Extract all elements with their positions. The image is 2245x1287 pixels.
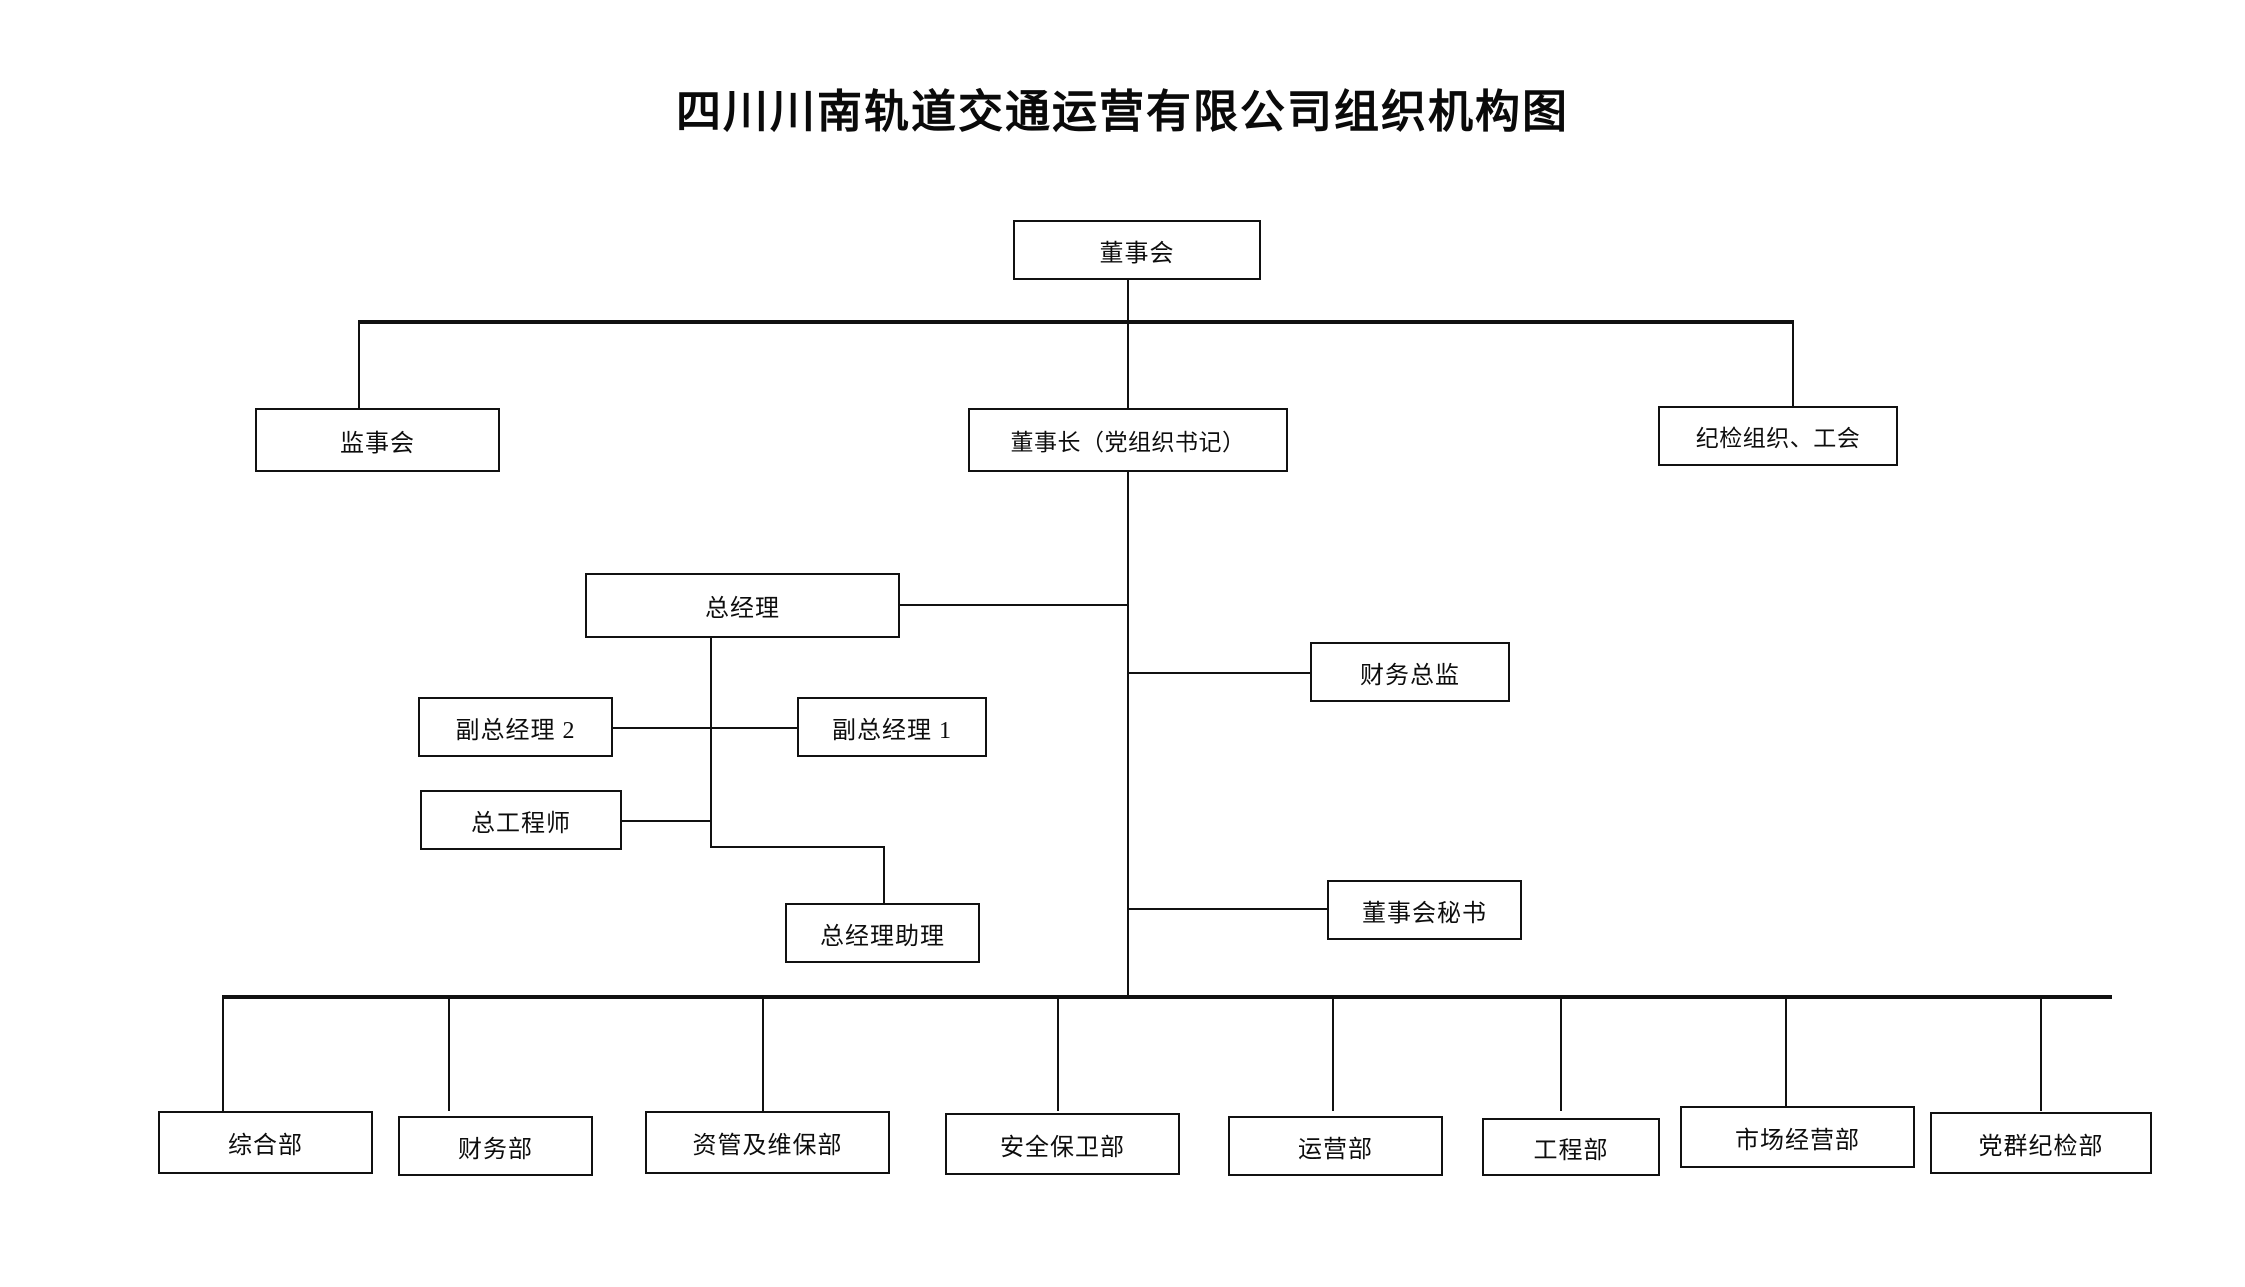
connector-department-bus <box>222 995 2112 999</box>
node-deputy-gm-1[interactable]: 副总经理 1 <box>797 697 987 757</box>
node-dept-operation-label: 运营部 <box>1298 1136 1373 1163</box>
node-board-secretary[interactable]: 董事会秘书 <box>1327 880 1522 940</box>
node-chairman-label: 董事长（党组织书记） <box>1010 430 1246 455</box>
node-dept-general[interactable]: 综合部 <box>158 1111 373 1174</box>
node-dept-asset-maintenance-label: 资管及维保部 <box>692 1133 843 1159</box>
connector-gm-spine <box>710 638 712 848</box>
connector-drop-dept-1 <box>222 995 224 1111</box>
node-dept-party-discipline-label: 党群纪检部 <box>1978 1133 2104 1160</box>
connector-chairman-spine <box>1127 472 1129 997</box>
node-discipline-union[interactable]: 纪检组织、工会 <box>1658 406 1898 466</box>
node-dept-market-label: 市场经营部 <box>1735 1127 1860 1154</box>
node-gm-assistant-label: 总经理助理 <box>820 923 945 950</box>
connector-drop-dept-3 <box>762 995 764 1111</box>
connector-gm-to-deputy2 <box>612 727 712 729</box>
node-dept-engineering[interactable]: 工程部 <box>1482 1118 1660 1176</box>
connector-board-down <box>1127 280 1129 322</box>
node-chairman[interactable]: 董事长（党组织书记） <box>968 408 1288 472</box>
node-chief-engineer-label: 总工程师 <box>471 810 571 837</box>
connector-gm-to-chief-engineer <box>622 820 712 822</box>
connector-bus-to-chairman <box>1127 320 1129 408</box>
connector-drop-dept-2 <box>448 995 450 1111</box>
node-dept-finance-label: 财务部 <box>458 1136 533 1163</box>
node-dept-operation[interactable]: 运营部 <box>1228 1116 1443 1176</box>
connector-bus-to-discipline <box>1792 320 1794 408</box>
connector-drop-dept-5 <box>1332 995 1334 1111</box>
node-general-manager[interactable]: 总经理 <box>585 573 900 638</box>
node-deputy-gm-2[interactable]: 副总经理 2 <box>418 697 613 757</box>
node-dept-finance[interactable]: 财务部 <box>398 1116 593 1176</box>
page-title: 四川川南轨道交通运营有限公司组织机构图 <box>675 85 1569 138</box>
node-dept-security[interactable]: 安全保卫部 <box>945 1113 1180 1175</box>
node-board[interactable]: 董事会 <box>1013 220 1261 280</box>
node-chief-engineer[interactable]: 总工程师 <box>420 790 622 850</box>
connector-gm-to-assistant-v <box>883 846 885 905</box>
node-discipline-union-label: 纪检组织、工会 <box>1695 426 1861 451</box>
connector-drop-dept-7 <box>1785 995 1787 1111</box>
node-deputy-gm-1-label: 副总经理 1 <box>832 717 952 744</box>
node-gm-assistant[interactable]: 总经理助理 <box>785 903 980 963</box>
node-supervisory-board[interactable]: 监事会 <box>255 408 500 472</box>
connector-gm-to-assistant-h <box>710 846 885 848</box>
connector-bus-to-supervisory <box>358 320 360 408</box>
node-dept-engineering-label: 工程部 <box>1533 1137 1609 1164</box>
node-dept-market[interactable]: 市场经营部 <box>1680 1106 1915 1168</box>
connector-gm-to-deputy1 <box>710 727 798 729</box>
node-board-secretary-label: 董事会秘书 <box>1362 900 1487 927</box>
node-cfo-label: 财务总监 <box>1360 662 1460 689</box>
node-board-label: 董事会 <box>1099 240 1175 267</box>
node-general-manager-label: 总经理 <box>705 596 780 622</box>
connector-drop-dept-8 <box>2040 995 2042 1111</box>
connector-chairman-to-cfo <box>1127 672 1312 674</box>
connector-drop-dept-6 <box>1560 995 1562 1111</box>
connector-chairman-to-gm <box>900 604 1129 606</box>
node-deputy-gm-2-label: 副总经理 2 <box>455 717 576 744</box>
node-dept-security-label: 安全保卫部 <box>1000 1134 1125 1161</box>
connector-drop-dept-4 <box>1057 995 1059 1111</box>
node-dept-asset-maintenance[interactable]: 资管及维保部 <box>645 1111 890 1174</box>
connector-chairman-to-secretary <box>1127 908 1329 910</box>
node-dept-party-discipline[interactable]: 党群纪检部 <box>1930 1112 2152 1174</box>
connector-top-bus <box>358 320 1794 324</box>
node-cfo[interactable]: 财务总监 <box>1310 642 1510 702</box>
node-dept-general-label: 综合部 <box>228 1133 303 1159</box>
node-supervisory-board-label: 监事会 <box>340 430 415 457</box>
